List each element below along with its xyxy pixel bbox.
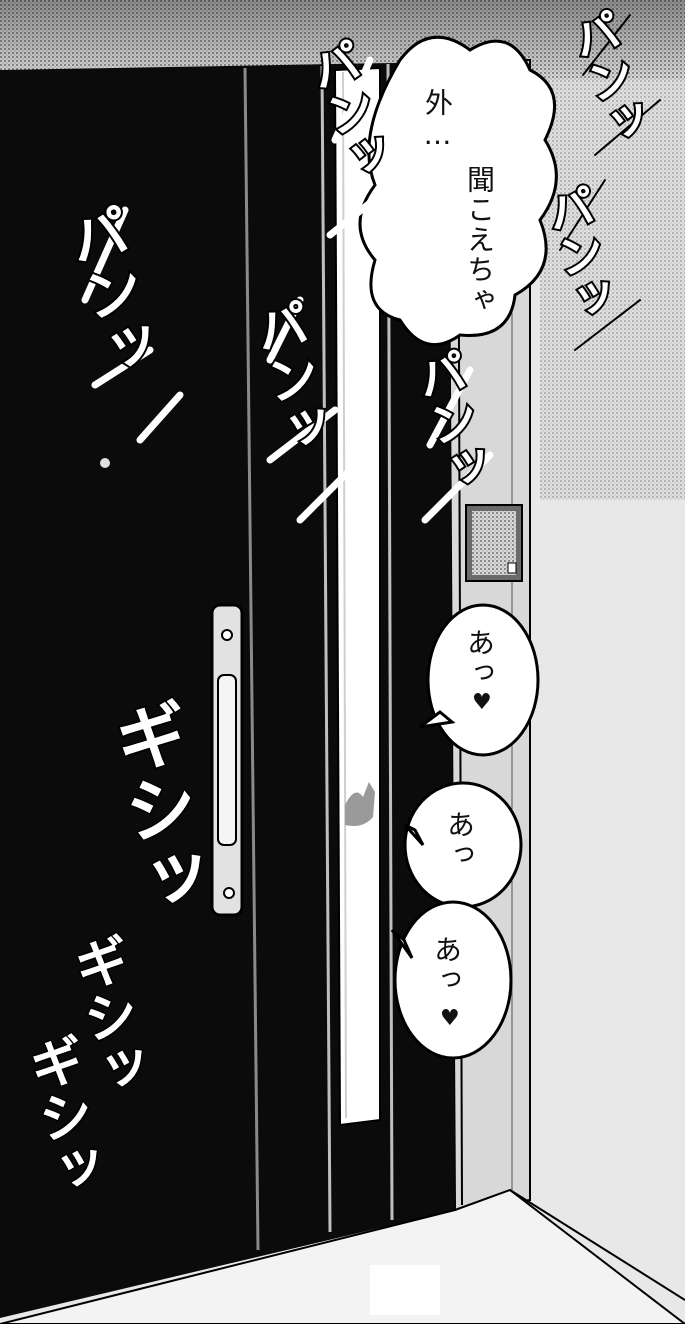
door-seam-1 xyxy=(243,67,260,1251)
heart-icon: ♥ xyxy=(440,1006,462,1031)
floor-reflection xyxy=(370,1265,440,1315)
right-wall-tone xyxy=(540,80,685,500)
heart-icon: ♥ xyxy=(472,690,494,715)
speech-bubble-2 xyxy=(426,603,540,757)
bubble-1-line-1: 外… xyxy=(421,88,454,153)
bubble-4-text: あっ xyxy=(430,935,463,995)
speech-bubble-1 xyxy=(358,35,558,346)
bubble-1-line-2: 聞こえちゃ xyxy=(463,165,496,315)
bubble-2-text: あっ xyxy=(463,628,496,688)
bubble-3-text: あっ xyxy=(443,810,476,870)
keyhole xyxy=(100,458,110,468)
door-seam-2 xyxy=(320,65,332,1233)
impact-streaks xyxy=(81,56,494,524)
speech-bubble-4 xyxy=(393,900,513,1060)
hand-silhouette xyxy=(345,782,375,826)
